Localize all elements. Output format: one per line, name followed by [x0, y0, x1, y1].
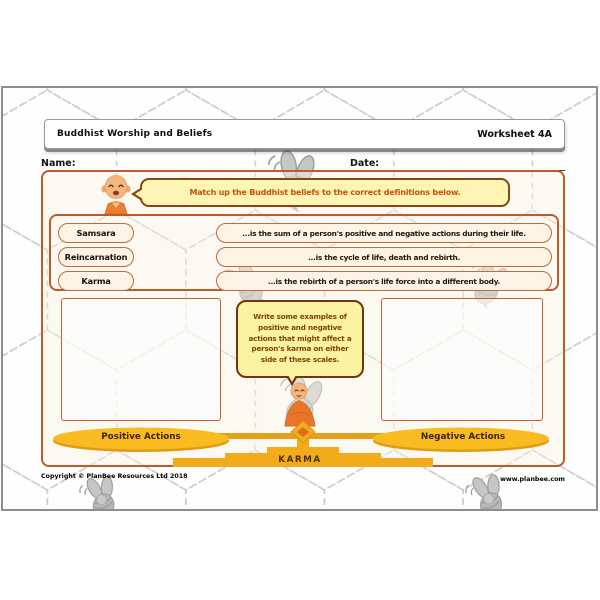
worksheet-board: Buddhist Worship and Beliefs Worksheet 4… — [1, 86, 598, 511]
copyright-text: Copyright © PlanBee Resources Ltd 2018 — [41, 473, 188, 480]
term-pill-samsara[interactable]: Samsara — [58, 223, 134, 243]
match-row: Reincarnation ...is the cycle of life, d… — [51, 247, 557, 267]
match-row: Karma ...is the rebirth of a person's li… — [51, 271, 557, 291]
positive-actions-label: Positive Actions — [101, 432, 181, 442]
karma-base-label: KARMA — [278, 455, 322, 465]
definition-pill-1[interactable]: ...is the sum of a person's positive and… — [216, 223, 552, 243]
worksheet-title: Buddhist Worship and Beliefs — [57, 129, 213, 139]
monk-head-icon — [101, 175, 131, 214]
term-pill-reincarnation[interactable]: Reincarnation — [58, 247, 134, 267]
karma-scales-graphic — [53, 420, 549, 467]
negative-actions-label: Negative Actions — [420, 432, 506, 442]
instruction-speech-bubble: Match up the Buddhist beliefs to the cor… — [131, 178, 510, 207]
worksheet-header-bar: Buddhist Worship and Beliefs Worksheet 4… — [44, 119, 565, 149]
task-text: Write some examples of positive and nega… — [248, 312, 352, 365]
sitting-monk-character — [284, 382, 316, 427]
matching-activity-box: Samsara ...is the sum of a person's posi… — [49, 214, 559, 291]
website-text: www.planbee.com — [500, 476, 565, 483]
definition-pill-3[interactable]: ...is the rebirth of a person's life for… — [216, 271, 552, 291]
task-speech-bubble: Write some examples of positive and nega… — [236, 300, 364, 386]
worksheet-number: Worksheet 4A — [477, 128, 552, 140]
definition-pill-2[interactable]: ...is the cycle of life, death and rebir… — [216, 247, 552, 267]
negative-actions-write-box[interactable] — [381, 298, 543, 421]
instruction-text: Match up the Buddhist beliefs to the cor… — [189, 188, 461, 197]
term-pill-karma[interactable]: Karma — [58, 271, 134, 291]
match-row: Samsara ...is the sum of a person's posi… — [51, 223, 557, 243]
name-label: Name: — [41, 158, 76, 169]
positive-actions-write-box[interactable] — [61, 298, 221, 421]
date-label: Date: — [350, 158, 380, 169]
